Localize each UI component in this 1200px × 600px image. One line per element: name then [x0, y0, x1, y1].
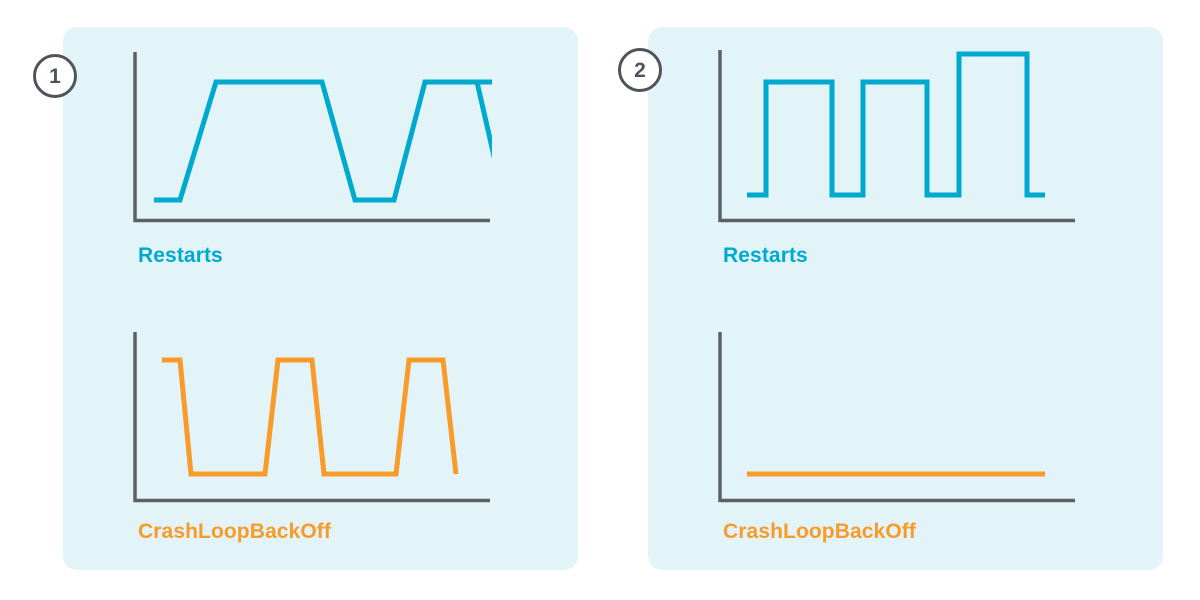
series-line-restarts-tail: [425, 79, 492, 159]
panel-scenario-2: [648, 27, 1163, 570]
chart-label-panel1-crashloopbackoff: CrashLoopBackOff: [138, 520, 331, 543]
chart-panel1-restarts: [132, 52, 492, 232]
series-line-restarts: [154, 79, 492, 203]
series-line-crashloopbackoff: [162, 357, 459, 477]
step-badge-1: 1: [33, 54, 77, 98]
chart-panel2-restarts-svg: [718, 50, 1075, 223]
chart-panel1-crashloopbackoff: [132, 332, 492, 512]
panel-scenario-1: [63, 27, 578, 570]
chart-label-panel2-restarts: Restarts: [723, 244, 808, 267]
chart-panel2-crashloopbackoff-svg: [718, 332, 1075, 503]
step-badge-2: 2: [618, 48, 662, 92]
chart-label-panel2-crashloopbackoff: CrashLoopBackOff: [723, 520, 916, 543]
chart-panel1-crashloopbackoff-svg: [133, 332, 490, 503]
chart-panel1-restarts-svg: [133, 52, 492, 223]
chart-panel2-crashloopbackoff: [717, 332, 1077, 512]
chart-label-panel1-restarts: Restarts: [138, 244, 223, 267]
chart-panel2-restarts: [717, 42, 1077, 232]
series-line-restarts: [747, 51, 1045, 198]
